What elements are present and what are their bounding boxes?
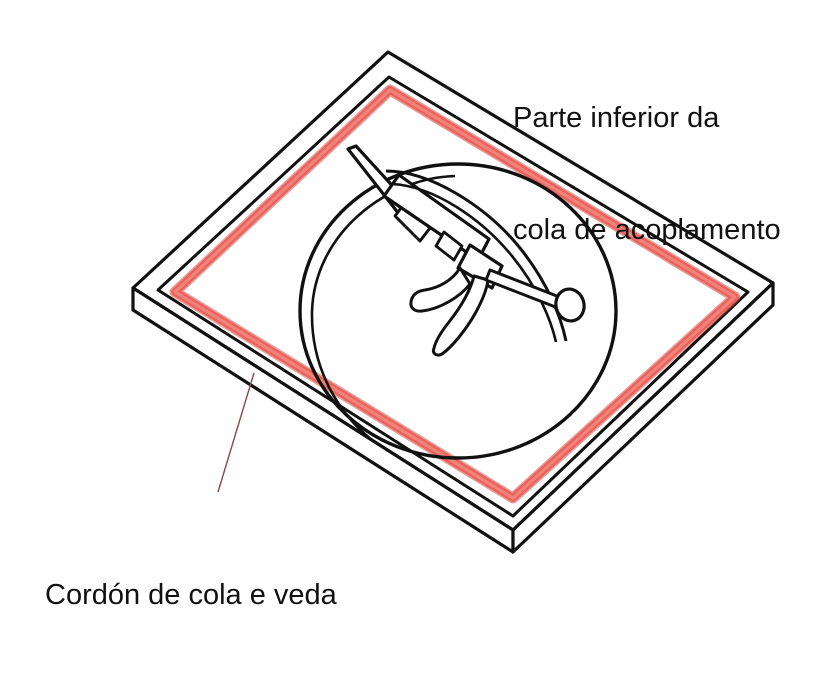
gun-plunger-disc [554, 287, 586, 323]
diagram-svg [131, 50, 775, 554]
sealant-bead [169, 84, 741, 504]
gun-barrel-fitting [434, 230, 464, 262]
gun-barrel-cradle-inner [391, 182, 558, 343]
caulking-gun [346, 144, 586, 357]
sealant-bead-highlight [173, 88, 737, 500]
plate-side-face-right [511, 281, 775, 554]
plate-raised-rim [156, 75, 750, 518]
cordon-cola-label-line1: Cordón de cola e veda [45, 579, 337, 612]
parte-inferior-label-line1: Parte inferior da [513, 102, 720, 135]
leader-line [217, 372, 255, 493]
parte-inferior-label: Parte inferior da cola de acoplamento [513, 26, 781, 323]
gun-handle [432, 274, 490, 357]
gun-trigger [409, 266, 472, 313]
technical-diagram: Parte inferior da cola de acoplamento Co… [45, 26, 781, 611]
parte-inferior-label-line2: cola de acoplamento [513, 213, 781, 246]
cordon-cola-label: Cordón de cola e veda [45, 503, 337, 689]
opening-outer-edge [298, 162, 618, 460]
